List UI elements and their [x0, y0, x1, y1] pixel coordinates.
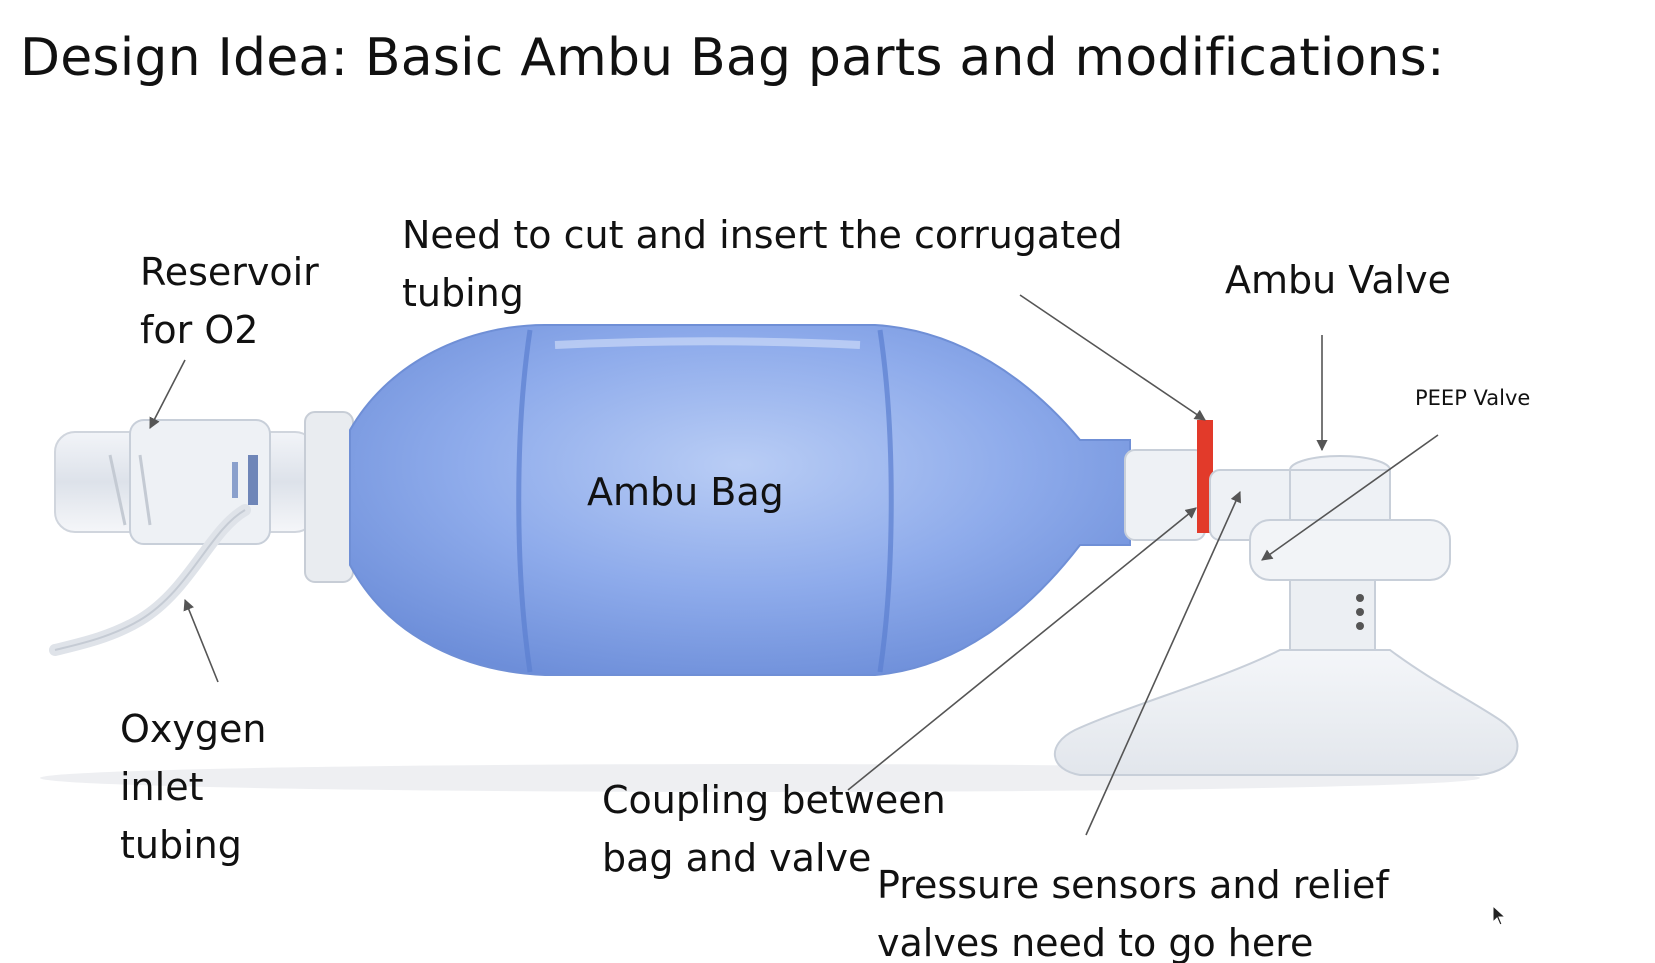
ambu-bag-body	[349, 324, 1131, 676]
bag-left-collar	[304, 411, 354, 583]
corrugated-arrow	[1019, 294, 1206, 421]
bag-neck	[1124, 449, 1206, 541]
pressure-arrow	[1085, 490, 1241, 836]
reservoir-arrow	[149, 359, 186, 429]
label-ambu-valve: Ambu Valve	[1225, 258, 1452, 302]
reservoir-tube	[54, 419, 316, 545]
oxygen-inlet-arrow	[183, 598, 219, 683]
label-reservoir: Reservoir for O2	[140, 250, 319, 352]
label-oxygen-inlet: Oxygen inlet tubing	[120, 707, 267, 867]
label-coupling: Coupling between bag and valve	[602, 778, 946, 880]
face-mask	[1054, 649, 1519, 776]
ambu-valve-housing	[1209, 455, 1451, 651]
label-ambu-bag: Ambu Bag	[587, 470, 784, 514]
mouse-pointer-icon	[1492, 905, 1507, 926]
peep-valve-arrow	[1261, 434, 1439, 561]
slide-title: Design Idea: Basic Ambu Bag parts and mo…	[20, 28, 1445, 88]
label-corrugated-tubing: Need to cut and insert the corrugated tu…	[402, 213, 1123, 315]
label-pressure-sensors: Pressure sensors and relief valves need …	[877, 863, 1389, 963]
label-peep-valve: PEEP Valve	[1415, 386, 1531, 410]
coupling-arrow	[847, 507, 1197, 791]
annotation-arrows	[149, 294, 1439, 836]
